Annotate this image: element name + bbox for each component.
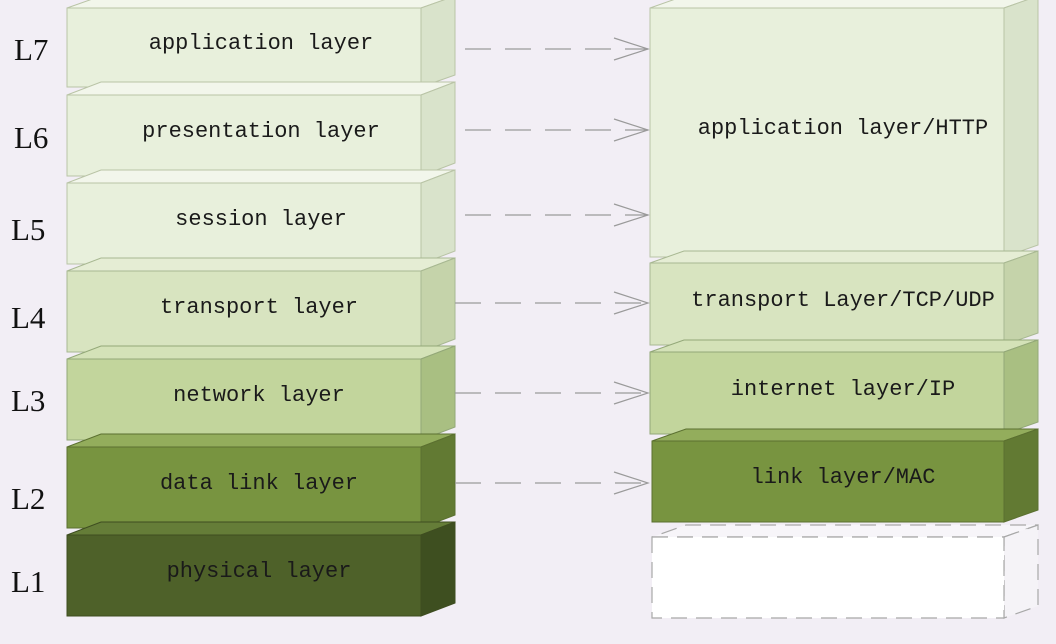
box-front-face bbox=[651, 440, 1005, 523]
tcpip-layer-label: link layer/MAC bbox=[751, 465, 936, 490]
box-front-face bbox=[651, 536, 1005, 619]
osi-layer-label: application layer bbox=[149, 31, 373, 56]
box-top-face bbox=[649, 339, 1039, 353]
box-side-face bbox=[420, 521, 456, 617]
osi-layer-transport: transport layer bbox=[66, 257, 456, 353]
box-side-face bbox=[420, 433, 456, 529]
box-side-face bbox=[1003, 428, 1039, 523]
osi-layer-session: session layer bbox=[66, 169, 456, 265]
level-label-l1: L1 bbox=[11, 564, 45, 599]
box-top-face bbox=[651, 524, 1039, 538]
box-side-face bbox=[1003, 0, 1039, 258]
box-front-face bbox=[649, 7, 1005, 258]
box-front-face bbox=[649, 262, 1005, 346]
osi-layer-presentation: presentation layer bbox=[66, 81, 456, 177]
level-label-l5: L5 bbox=[11, 212, 45, 247]
box-side-face bbox=[420, 345, 456, 441]
box-top-face bbox=[66, 0, 446, 9]
box-top-face bbox=[649, 0, 1029, 9]
box-front-face bbox=[66, 270, 422, 353]
tcpip-layer-transport: transport Layer/TCP/UDP bbox=[649, 250, 1039, 346]
level-label-l6: L6 bbox=[14, 120, 48, 155]
box-front-face bbox=[66, 94, 422, 177]
box-top-face bbox=[649, 250, 1039, 264]
osi-layer-label: network layer bbox=[173, 383, 345, 408]
osi-layer-label: physical layer bbox=[167, 559, 352, 584]
tcpip-layer-label: internet layer/IP bbox=[731, 377, 955, 402]
tcpip-layer-label: application layer/HTTP bbox=[698, 116, 988, 141]
box-top-face bbox=[66, 81, 456, 96]
box-top-face bbox=[66, 521, 456, 536]
box-front-face bbox=[66, 534, 422, 617]
osi-layer-physical: physical layer bbox=[66, 521, 456, 617]
box-side-face bbox=[1003, 339, 1039, 435]
box-side-face bbox=[420, 81, 456, 177]
osi-layer-label: transport layer bbox=[160, 295, 358, 320]
box-front-face bbox=[66, 182, 422, 265]
arrow-l2 bbox=[455, 471, 650, 495]
arrow-l6 bbox=[465, 118, 650, 142]
tcpip-stack: application layer/HTTP transport Layer/T… bbox=[649, 0, 1039, 619]
box-front-face bbox=[66, 446, 422, 529]
arrow-l5 bbox=[465, 203, 650, 227]
osi-layer-label: presentation layer bbox=[142, 119, 380, 144]
box-top-face bbox=[66, 433, 456, 448]
arrow-l3 bbox=[455, 381, 650, 405]
arrow-l7 bbox=[465, 37, 650, 61]
tcpip-layer-link: link layer/MAC bbox=[651, 428, 1039, 523]
level-label-l7: L7 bbox=[14, 32, 48, 67]
osi-stack: application layer presentation layer ses… bbox=[66, 0, 456, 617]
level-label-l3: L3 bbox=[11, 383, 45, 418]
tcpip-layer-empty bbox=[651, 524, 1039, 619]
osi-layer-network: network layer bbox=[66, 345, 456, 441]
tcpip-layer-label: transport Layer/TCP/UDP bbox=[691, 288, 995, 313]
osi-layer-data-link: data link layer bbox=[66, 433, 456, 529]
box-side-face bbox=[420, 0, 456, 88]
box-front-face bbox=[66, 358, 422, 441]
box-side-face bbox=[1003, 524, 1039, 619]
arrow-l4 bbox=[455, 291, 650, 315]
box-side-face bbox=[420, 169, 456, 265]
tcpip-layer-application: application layer/HTTP bbox=[649, 0, 1039, 258]
box-top-face bbox=[66, 169, 456, 184]
tcpip-layer-internet: internet layer/IP bbox=[649, 339, 1039, 435]
level-label-l4: L4 bbox=[11, 300, 46, 335]
box-side-face bbox=[420, 257, 456, 353]
box-front-face bbox=[66, 7, 422, 88]
level-label-l2: L2 bbox=[11, 481, 45, 516]
box-top-face bbox=[651, 428, 1039, 442]
mapping-arrows bbox=[455, 37, 650, 495]
box-top-face bbox=[66, 257, 456, 272]
osi-layer-label: data link layer bbox=[160, 471, 358, 496]
box-top-face bbox=[66, 345, 456, 360]
box-side-face bbox=[1003, 250, 1039, 346]
osi-layer-label: session layer bbox=[175, 207, 347, 232]
osi-layer-application: application layer bbox=[66, 0, 456, 88]
box-front-face bbox=[649, 351, 1005, 435]
